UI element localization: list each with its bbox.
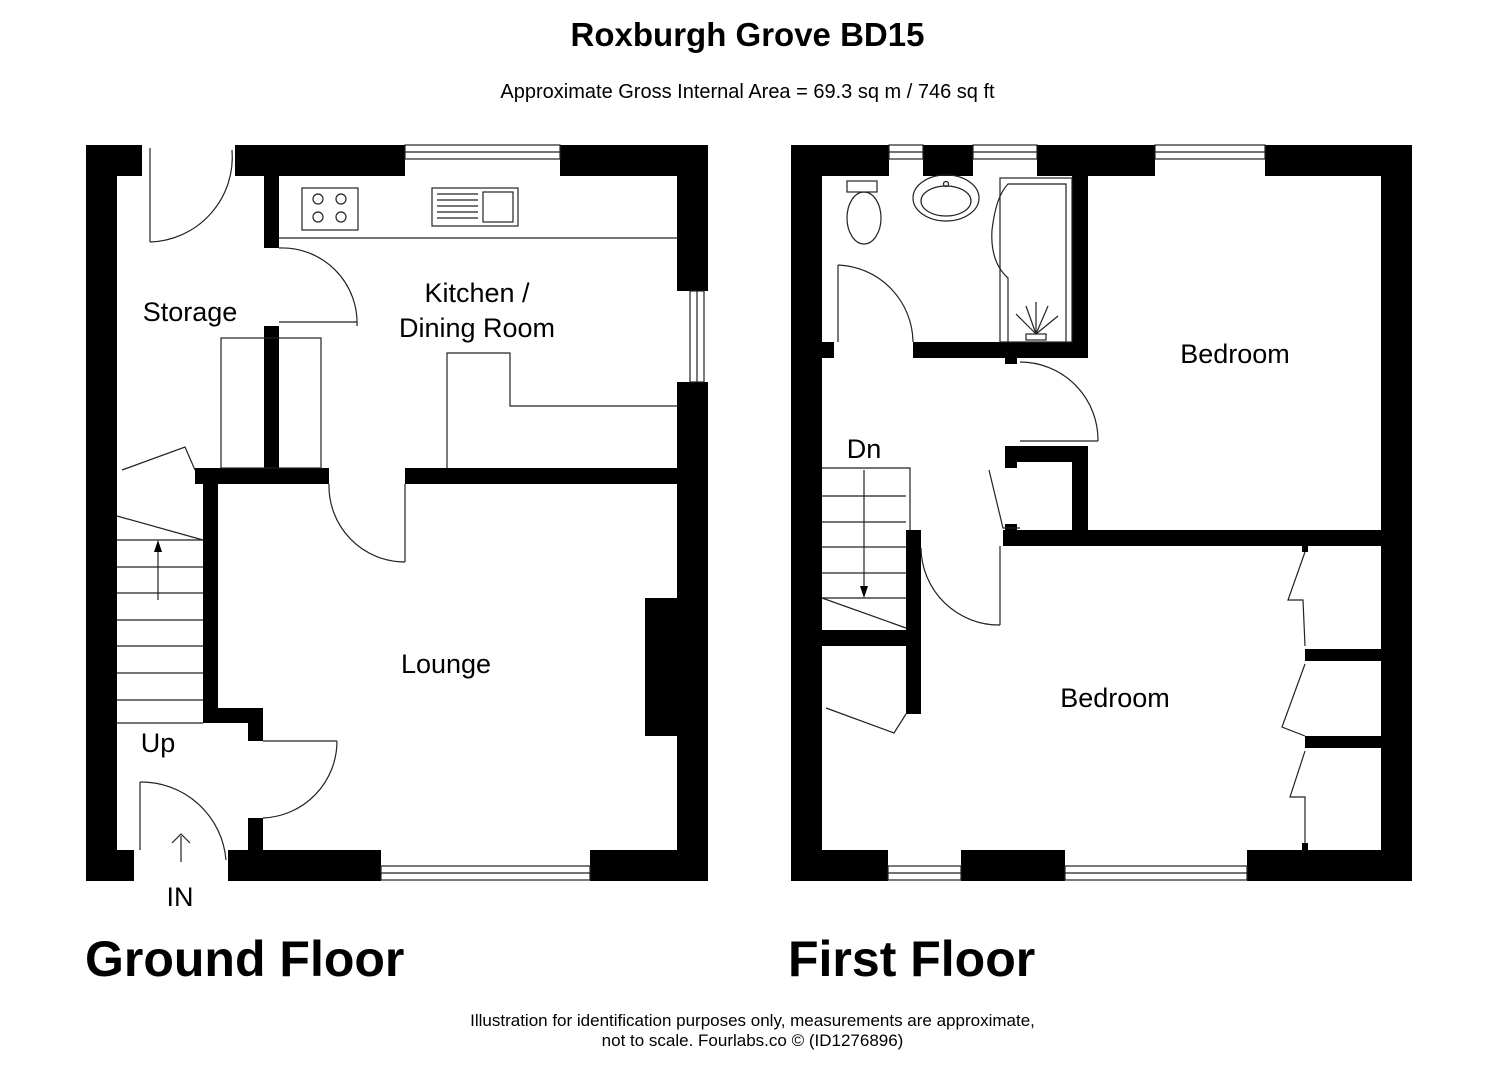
- first-floor-stairs: [821, 467, 911, 629]
- ground-floor-doors: [121, 148, 406, 861]
- first-floor-outer-walls: [791, 145, 1412, 881]
- bathroom-fittings: [846, 174, 1073, 343]
- first-floor-labels: Bedroom Bedroom Dn: [847, 339, 1290, 713]
- stairs-up-arrow-icon: [154, 540, 162, 552]
- plan-subtitle: Approximate Gross Internal Area = 69.3 s…: [500, 81, 995, 103]
- footer-disclaimer-line1: Illustration for identification purposes…: [470, 1011, 1035, 1030]
- plan-title: Roxburgh Grove BD15: [570, 16, 925, 53]
- footer-disclaimer-line2: not to scale. Fourlabs.co © (ID1276896): [601, 1031, 904, 1050]
- room-label-storage: Storage: [143, 297, 238, 327]
- first-floor-internal-walls: [822, 176, 1381, 850]
- room-label-kitchen-line2: Dining Room: [399, 313, 555, 343]
- ground-floor-internal-walls: [195, 176, 708, 858]
- first-floor-windows: [887, 144, 1266, 881]
- stairs-label-down: Dn: [847, 434, 882, 464]
- first-floor-plan: Bedroom Bedroom Dn: [791, 144, 1412, 881]
- ground-floor-stairs: [116, 515, 204, 862]
- ground-floor-heading: Ground Floor: [85, 931, 405, 987]
- first-floor-heading: First Floor: [788, 931, 1036, 987]
- ground-floor-plan: Storage Kitchen / Dining Room Lounge Up …: [86, 144, 708, 912]
- room-label-bedroom-front: Bedroom: [1060, 683, 1170, 713]
- room-label-lounge: Lounge: [401, 649, 491, 679]
- stairs-down-arrow-icon: [860, 586, 868, 598]
- ground-floor-outer-walls: [86, 145, 708, 881]
- entrance-label: IN: [167, 882, 194, 912]
- ground-floor-windows: [380, 144, 705, 881]
- room-label-bedroom-rear: Bedroom: [1180, 339, 1290, 369]
- ground-floor-labels: Storage Kitchen / Dining Room Lounge Up …: [141, 278, 555, 912]
- room-label-kitchen-line1: Kitchen /: [424, 278, 530, 308]
- kitchen-fittings: [220, 187, 677, 469]
- first-floor-doors: [825, 264, 1306, 843]
- stairs-label-up: Up: [141, 728, 176, 758]
